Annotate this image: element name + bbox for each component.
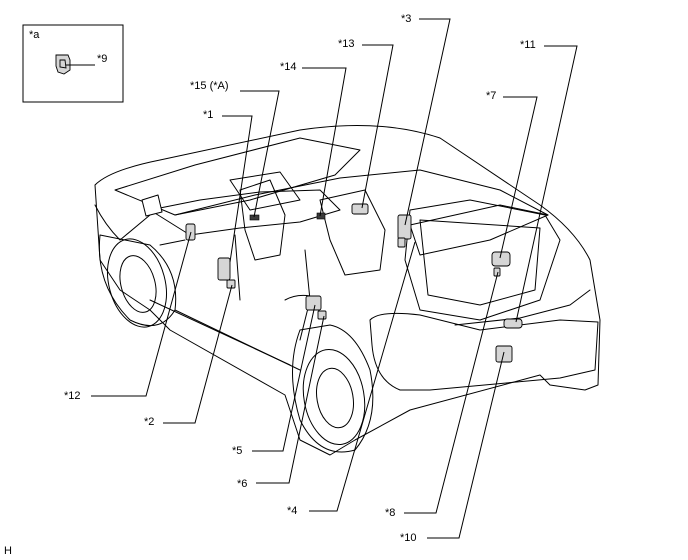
figure-code: H bbox=[4, 545, 12, 557]
callout-7: *7 bbox=[486, 90, 496, 102]
clip-icon bbox=[55, 54, 71, 75]
callout-11: *11 bbox=[520, 39, 536, 51]
callout-8: *8 bbox=[385, 507, 395, 519]
part-5-connector bbox=[305, 295, 322, 311]
callout-2: *2 bbox=[144, 416, 154, 428]
callout-3: *3 bbox=[401, 13, 411, 25]
callout-labels: *1 *2 *3 *4 *5 *6 *7 *8 *10 *11 *12 *13 … bbox=[64, 13, 536, 544]
callout-6: *6 bbox=[237, 478, 247, 490]
part-6-connector bbox=[317, 310, 327, 320]
part-1-connector bbox=[217, 257, 231, 281]
callout-15: *15 (*A) bbox=[190, 80, 229, 92]
part-14-connector bbox=[316, 212, 326, 220]
leader-lines bbox=[91, 18, 578, 539]
part-4-connector bbox=[397, 237, 406, 248]
vehicle-outline bbox=[94, 125, 601, 456]
part-13-connector bbox=[351, 203, 369, 215]
legend-item-label: *9 bbox=[97, 53, 107, 65]
callout-13: *13 bbox=[338, 38, 355, 50]
legend-tag: *a bbox=[29, 29, 40, 41]
parts bbox=[185, 203, 523, 363]
callout-12: *12 bbox=[64, 390, 81, 402]
callout-4: *4 bbox=[287, 505, 297, 517]
part-11-connector bbox=[503, 318, 523, 329]
legend-box: *a *9 bbox=[22, 24, 124, 103]
callout-10: *10 bbox=[400, 532, 417, 544]
callout-14: *14 bbox=[280, 61, 297, 73]
callout-1: *1 bbox=[203, 109, 213, 121]
part-3-connector bbox=[397, 214, 412, 240]
callout-5: *5 bbox=[232, 445, 242, 457]
